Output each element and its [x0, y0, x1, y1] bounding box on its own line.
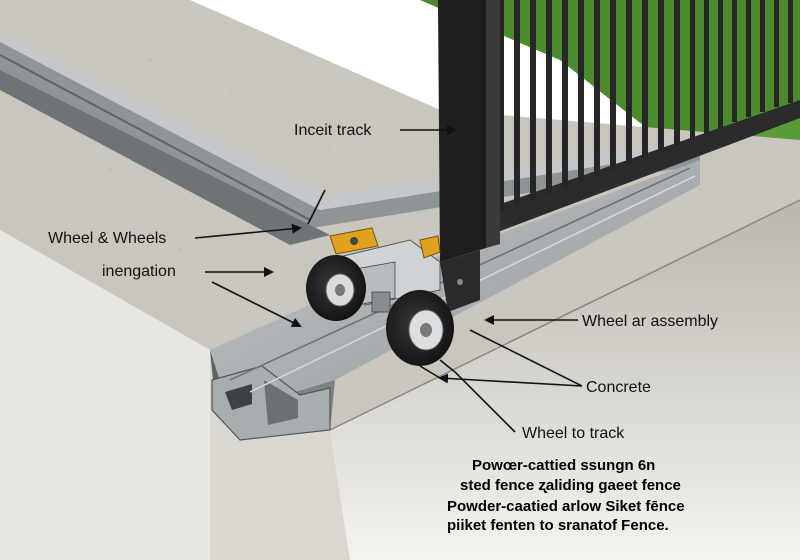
gate-bottom-rail	[440, 100, 800, 250]
concrete-slab-top	[0, 0, 800, 430]
label-concrete: Concrete	[586, 379, 651, 396]
arrow-concrete-b	[419, 365, 441, 379]
arrow-wheel-wheels-a	[194, 223, 302, 239]
caption-line-1: Powœr-cattied ssungn 6n	[472, 457, 655, 474]
rear-wheel	[306, 255, 366, 321]
annotation-arrows	[194, 125, 583, 433]
label-insert-track: Inceit track	[294, 122, 372, 139]
arrow-wheel-wheels-b	[307, 189, 326, 225]
gate-pickets	[498, 0, 793, 212]
concrete-slab-left-face	[0, 230, 210, 560]
arrow-wheel-to-track	[454, 371, 516, 433]
label-wheel-assembly: Wheel ar assembly	[582, 313, 718, 330]
arrow-inengation-b	[211, 281, 302, 327]
caption-block: Powœr-cattied ssungn 6n sted fence ʐalid…	[447, 457, 685, 534]
arrow-concrete	[438, 373, 583, 387]
caption-line-2: sted fence ʐaliding gaeet fence	[460, 477, 681, 494]
label-wheel-wheels: Wheel & Wheels	[48, 230, 166, 247]
concrete-slab-front-face	[330, 200, 800, 560]
caption-line-3: Powder-caatied arlow Siket fēnce	[447, 498, 685, 515]
front-wheel	[386, 290, 454, 366]
gate-post	[438, 0, 486, 262]
caption-line-4: piiket fenten to sranatof Fence.	[447, 517, 669, 534]
label-wheel-to-track: Wheel to track	[522, 425, 625, 442]
rail-track	[0, 30, 700, 245]
label-inengation: inengation	[102, 263, 176, 280]
